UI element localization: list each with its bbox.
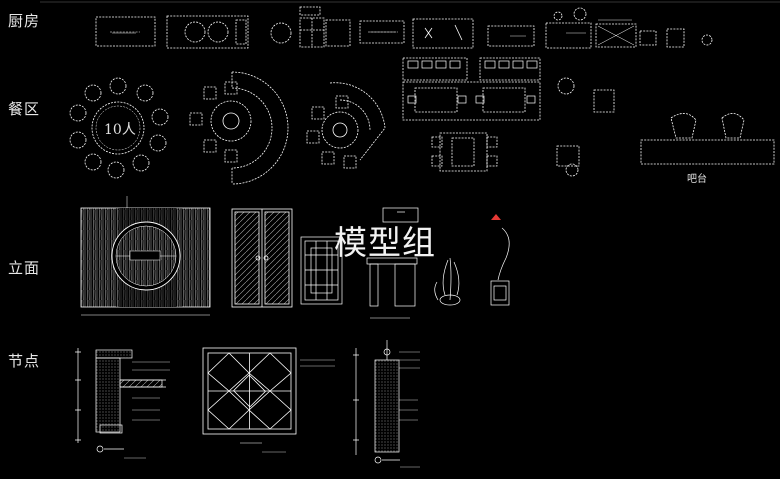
table-seat-label: 10人 [104, 122, 136, 138]
column-section-detail [353, 340, 420, 468]
plant-vase-decor [434, 227, 510, 306]
dining-table-ten-seat [69, 77, 169, 179]
dining-table-round-booth [306, 82, 386, 169]
lattice-panel-detail [202, 347, 335, 453]
lattice-screen-elevation [300, 236, 343, 305]
section-title-elevation: 立面 [8, 259, 41, 277]
kitchen-equipment-row [95, 6, 713, 49]
dining-misc-symbols [556, 77, 615, 177]
console-cabinet-elevation [366, 207, 419, 319]
double-door-elevation [231, 208, 293, 308]
section-title-detail: 节点 [8, 352, 41, 370]
watermark-text: 模型组 [334, 223, 436, 262]
red-marker-triangle [491, 214, 501, 220]
bar-counter [640, 113, 775, 165]
dining-table-curved-sofa [189, 71, 289, 185]
section-title-dining: 餐区 [8, 100, 41, 118]
dining-booth-plan [402, 57, 541, 172]
section-detail-left [75, 348, 170, 459]
section-title-kitchen: 厨房 [8, 12, 41, 30]
bar-counter-label: 吧台 [687, 174, 707, 185]
round-window-elevation [80, 196, 211, 316]
